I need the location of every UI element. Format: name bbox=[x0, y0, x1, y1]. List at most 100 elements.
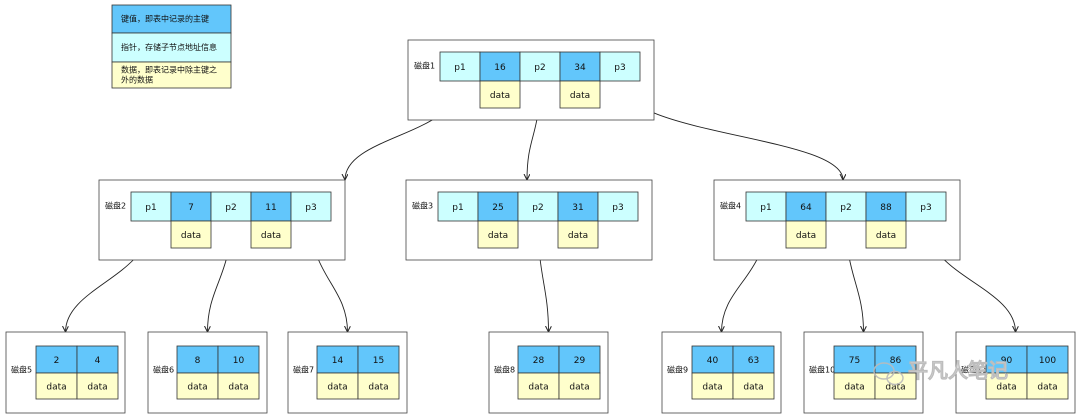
key-cell bbox=[1026, 345, 1069, 374]
disk-label: 磁盘11 bbox=[961, 365, 987, 375]
watermark-logo-icon bbox=[873, 362, 904, 386]
pointer-cell bbox=[599, 51, 641, 82]
data-cell bbox=[558, 372, 601, 400]
key-cell bbox=[865, 191, 907, 222]
pointer-cell bbox=[437, 191, 479, 222]
data-cell bbox=[479, 80, 521, 109]
key-cell bbox=[558, 345, 601, 374]
pointer-label: p1 bbox=[452, 203, 463, 213]
disk-label: 磁盘6 bbox=[153, 365, 174, 375]
key-cell bbox=[479, 51, 521, 82]
key-label: 86 bbox=[890, 356, 902, 366]
key-label: 100 bbox=[1039, 356, 1056, 366]
pointer-cell bbox=[905, 191, 947, 222]
data-label: data bbox=[876, 231, 896, 241]
data-cell bbox=[357, 372, 400, 400]
pointer-label: p2 bbox=[534, 63, 545, 73]
data-cell bbox=[217, 372, 260, 400]
data-label: data bbox=[885, 383, 905, 393]
data-cell bbox=[865, 220, 907, 249]
data-label: data bbox=[327, 383, 347, 393]
key-cell bbox=[833, 345, 876, 374]
data-cell bbox=[316, 372, 359, 400]
data-label: data bbox=[844, 383, 864, 393]
data-cell bbox=[557, 220, 599, 249]
data-cell bbox=[517, 372, 560, 400]
disk-label: 磁盘7 bbox=[293, 365, 314, 375]
pointer-cell bbox=[745, 191, 787, 222]
disk-node-n8: 磁盘8 28 data 29 data bbox=[488, 331, 609, 414]
key-label: 31 bbox=[572, 203, 583, 213]
legend-text-key: 键值，即表中记录的主键 bbox=[121, 14, 209, 24]
data-label: data bbox=[1037, 383, 1057, 393]
pointer-label: p3 bbox=[614, 63, 625, 73]
data-label: data bbox=[368, 383, 388, 393]
data-cell bbox=[559, 80, 601, 109]
key-cell bbox=[732, 345, 775, 374]
data-label: data bbox=[488, 231, 508, 241]
key-cell bbox=[76, 345, 119, 374]
key-cell bbox=[176, 345, 219, 374]
key-label: 7 bbox=[188, 203, 194, 213]
key-cell bbox=[217, 345, 260, 374]
pointer-cell bbox=[519, 51, 561, 82]
disk-label: 磁盘8 bbox=[494, 365, 515, 375]
pointer-label: p1 bbox=[454, 63, 465, 73]
data-cell bbox=[250, 220, 292, 249]
data-cell bbox=[785, 220, 827, 249]
data-label: data bbox=[181, 231, 201, 241]
pointer-label: p1 bbox=[145, 203, 156, 213]
key-label: 34 bbox=[574, 63, 586, 73]
key-cell bbox=[170, 191, 212, 222]
data-label: data bbox=[528, 383, 548, 393]
key-label: 2 bbox=[54, 356, 60, 366]
legend-swatch-key bbox=[111, 4, 232, 34]
data-cell bbox=[691, 372, 734, 400]
key-label: 90 bbox=[1001, 356, 1013, 366]
key-cell bbox=[985, 345, 1028, 374]
watermark-text: 平凡人笔记 bbox=[908, 359, 1008, 383]
data-label: data bbox=[743, 383, 763, 393]
disk-label: 磁盘5 bbox=[11, 365, 32, 375]
key-label: 28 bbox=[533, 356, 545, 366]
data-cell bbox=[1026, 372, 1069, 400]
key-label: 25 bbox=[492, 203, 503, 213]
data-cell bbox=[833, 372, 876, 400]
data-label: data bbox=[702, 383, 722, 393]
pointer-label: p2 bbox=[840, 203, 851, 213]
data-label: data bbox=[569, 383, 589, 393]
key-label: 8 bbox=[195, 356, 201, 366]
disk-label: 磁盘4 bbox=[720, 201, 741, 211]
key-cell bbox=[557, 191, 599, 222]
data-cell bbox=[76, 372, 119, 400]
key-cell bbox=[357, 345, 400, 374]
data-label: data bbox=[490, 91, 510, 101]
data-label: data bbox=[228, 383, 248, 393]
key-label: 63 bbox=[748, 356, 759, 366]
key-cell bbox=[785, 191, 827, 222]
data-label: data bbox=[261, 231, 281, 241]
key-label: 10 bbox=[233, 356, 245, 366]
pointer-label: p3 bbox=[305, 203, 316, 213]
key-cell bbox=[35, 345, 78, 374]
legend-text-pointer: 指针，存储子节点地址信息 bbox=[121, 42, 217, 52]
data-label: data bbox=[568, 231, 588, 241]
pointer-label: p1 bbox=[760, 203, 771, 213]
disk-label: 磁盘1 bbox=[414, 61, 435, 71]
data-label: data bbox=[46, 383, 66, 393]
disk-label: 磁盘10 bbox=[809, 365, 835, 375]
key-label: 29 bbox=[574, 356, 586, 366]
